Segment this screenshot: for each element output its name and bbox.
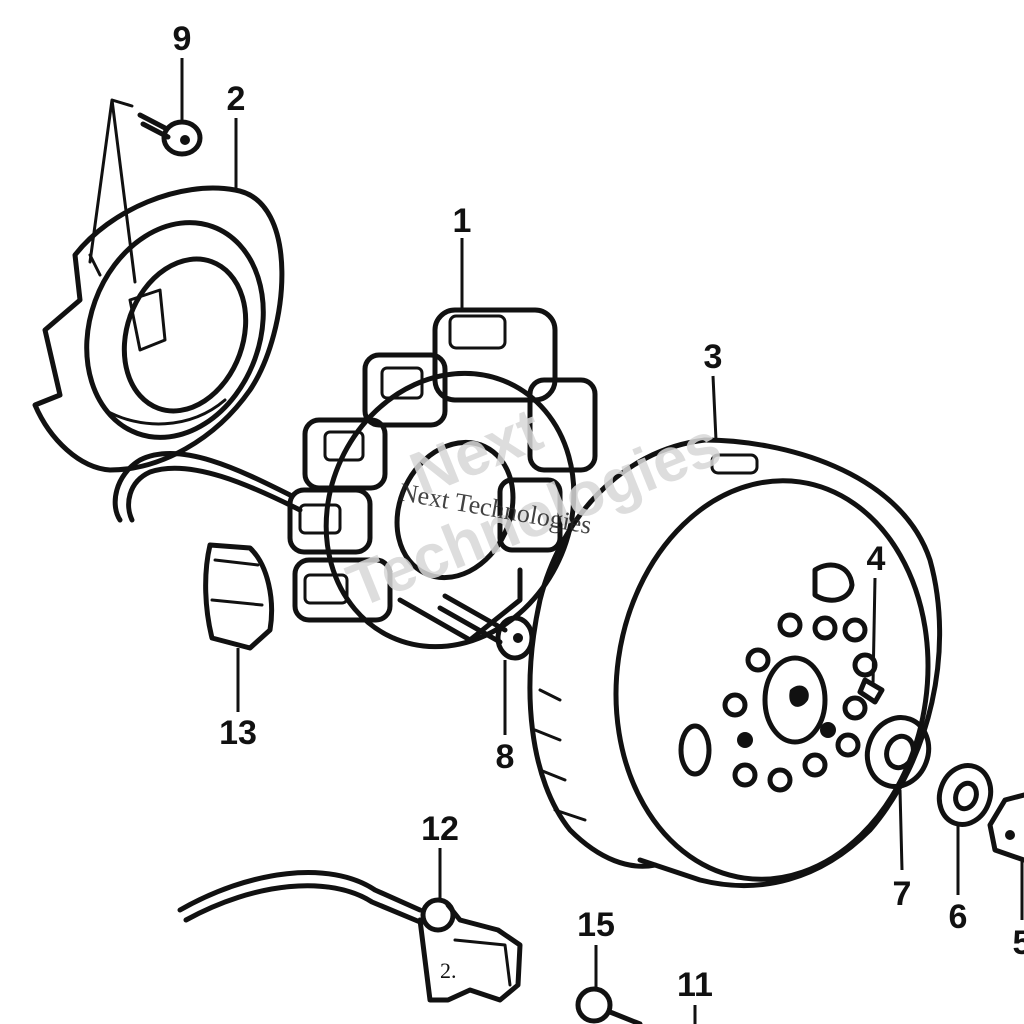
callout-labels: 1 2 3 4 5 6 7 8 9 11 12 13 15 [173,20,1024,1004]
flywheel-rotor [527,437,943,888]
lock-washer [936,763,994,827]
callout-15: 15 [577,906,615,944]
callout-6: 6 [949,898,968,936]
leader-lines [180,58,1024,1024]
callout-5: 5 [1013,924,1024,962]
pickup-marking: 2. [440,958,457,983]
callout-8: 8 [496,738,515,776]
callout-3: 3 [704,338,723,376]
callout-7: 7 [893,875,912,913]
callout-1: 1 [453,202,472,240]
callout-13: 13 [219,714,257,752]
stator-base-plate [32,185,285,473]
washer [864,715,932,789]
stator-coil-assembly [112,307,598,650]
woodruff-key [857,677,885,705]
callout-11: 11 [677,966,713,1004]
callout-9: 9 [173,20,192,58]
pulse-generator [177,870,523,1003]
clip [575,986,643,1024]
callout-2: 2 [227,80,246,118]
wire-grommet [203,542,275,651]
callout-4: 4 [867,540,886,578]
callout-12: 12 [421,810,459,848]
flywheel-nut [987,792,1024,863]
